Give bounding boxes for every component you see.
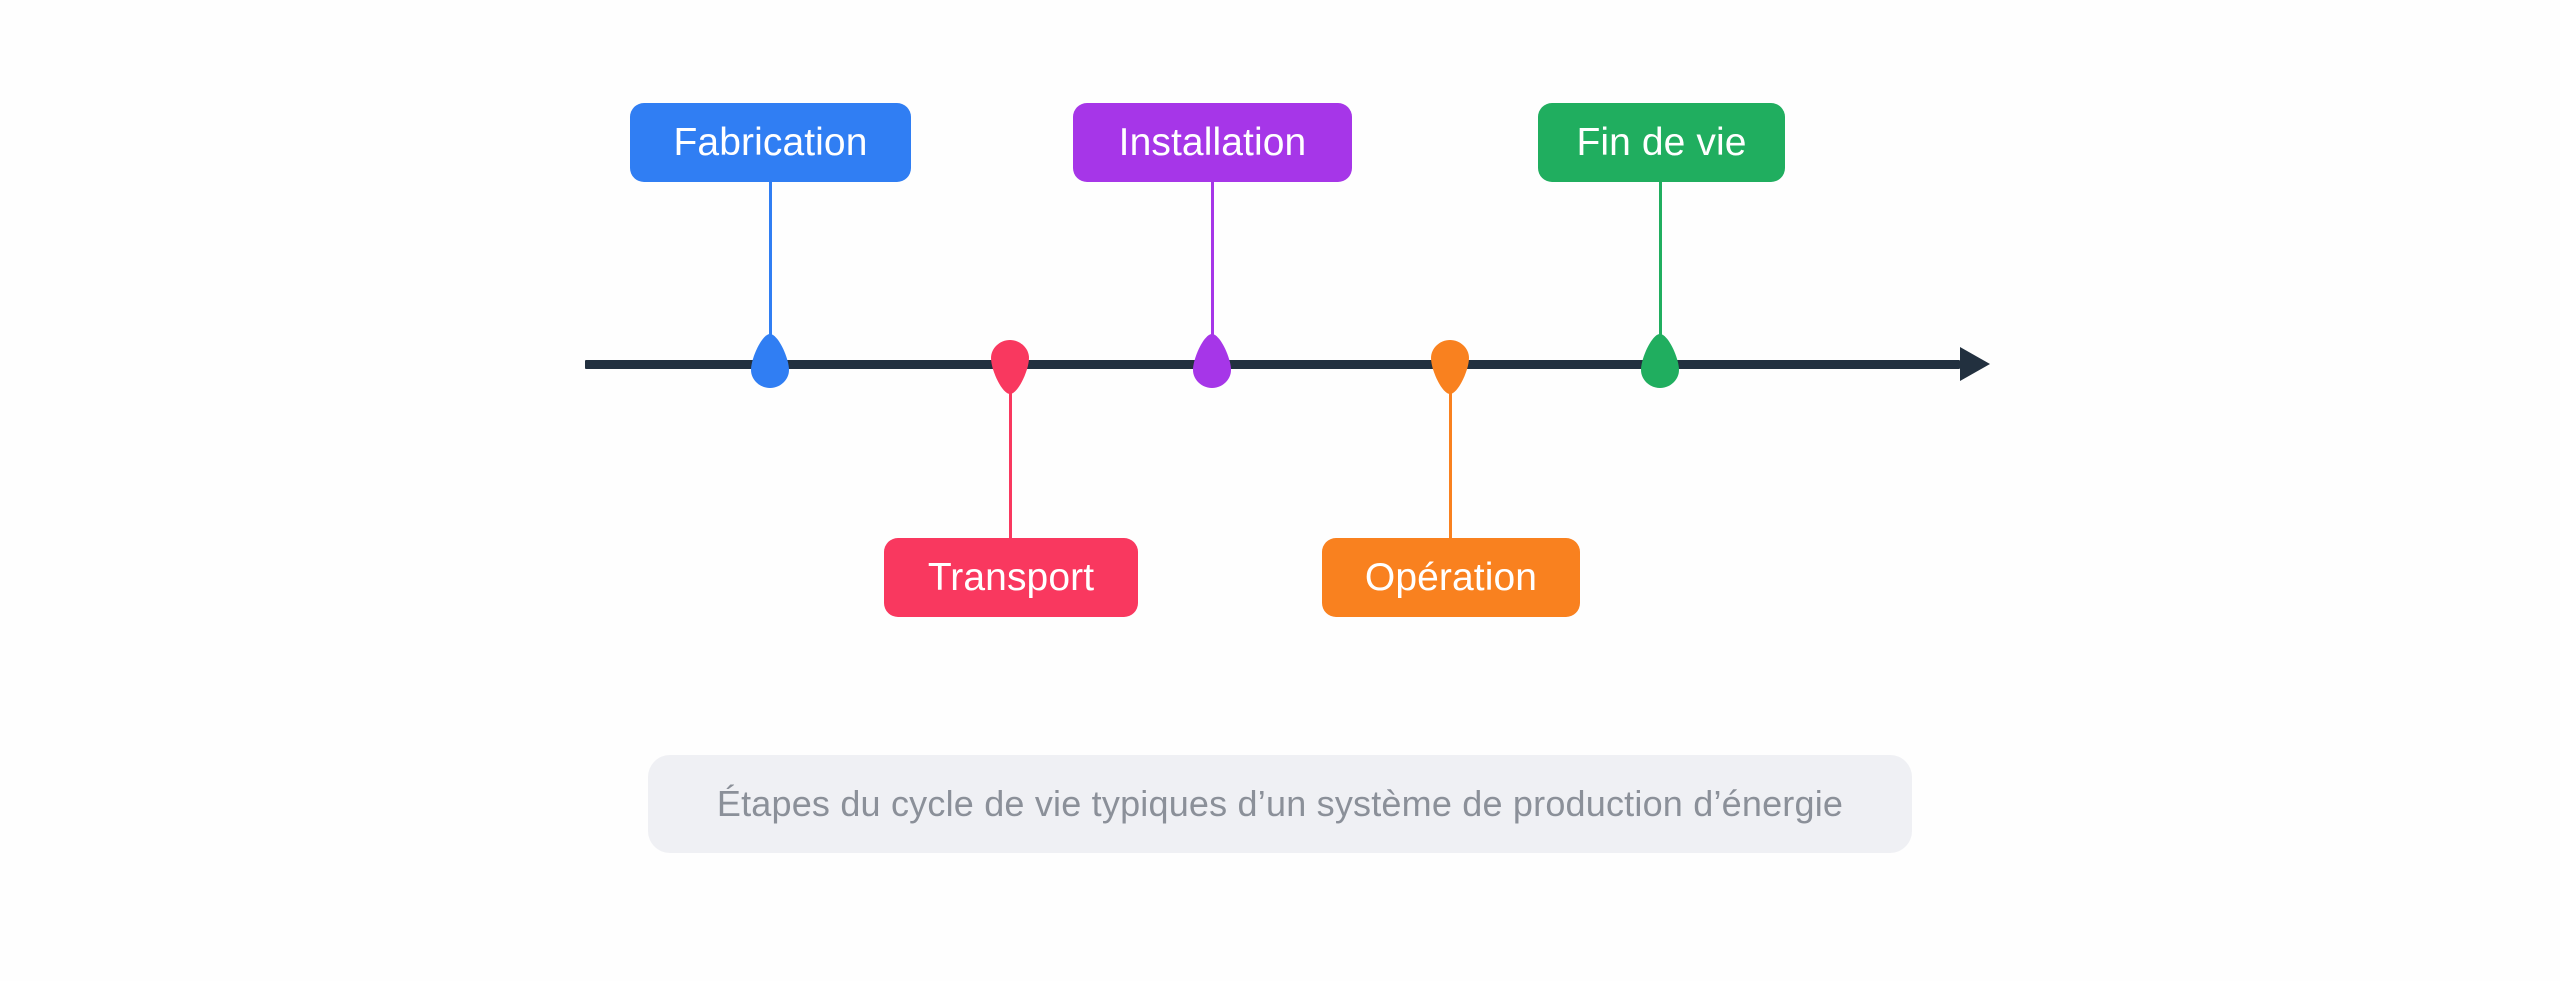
connector-stem-transport	[1009, 382, 1012, 540]
timeline-marker-installation[interactable]	[1193, 334, 1231, 388]
stage-label-text: Transport	[927, 556, 1095, 599]
connector-stem-installation	[1211, 182, 1214, 357]
stage-label-text: Fabrication	[673, 121, 868, 164]
connector-stem-fin-de-vie	[1659, 182, 1662, 357]
timeline-marker-transport[interactable]	[991, 340, 1029, 394]
diagram-caption: Étapes du cycle de vie typiques d’un sys…	[648, 755, 1912, 853]
connector-stem-operation	[1449, 382, 1452, 540]
timeline-arrow-icon	[1960, 347, 1990, 381]
stage-label-transport[interactable]: Transport	[884, 538, 1138, 617]
stage-label-fabrication[interactable]: Fabrication	[630, 103, 911, 182]
stage-label-fin-de-vie[interactable]: Fin de vie	[1538, 103, 1785, 182]
stage-label-installation[interactable]: Installation	[1073, 103, 1352, 182]
timeline-marker-fabrication[interactable]	[751, 334, 789, 388]
stage-label-text: Fin de vie	[1576, 121, 1747, 164]
timeline-marker-fin-de-vie[interactable]	[1641, 334, 1679, 388]
diagram-caption-text: Étapes du cycle de vie typiques d’un sys…	[716, 783, 1844, 824]
stage-label-text: Installation	[1118, 121, 1307, 164]
connector-stem-fabrication	[769, 182, 772, 357]
stage-label-text: Opération	[1364, 556, 1538, 599]
timeline-marker-operation[interactable]	[1431, 340, 1469, 394]
timeline-axis-line	[585, 359, 1960, 369]
stage-label-operation[interactable]: Opération	[1322, 538, 1580, 617]
